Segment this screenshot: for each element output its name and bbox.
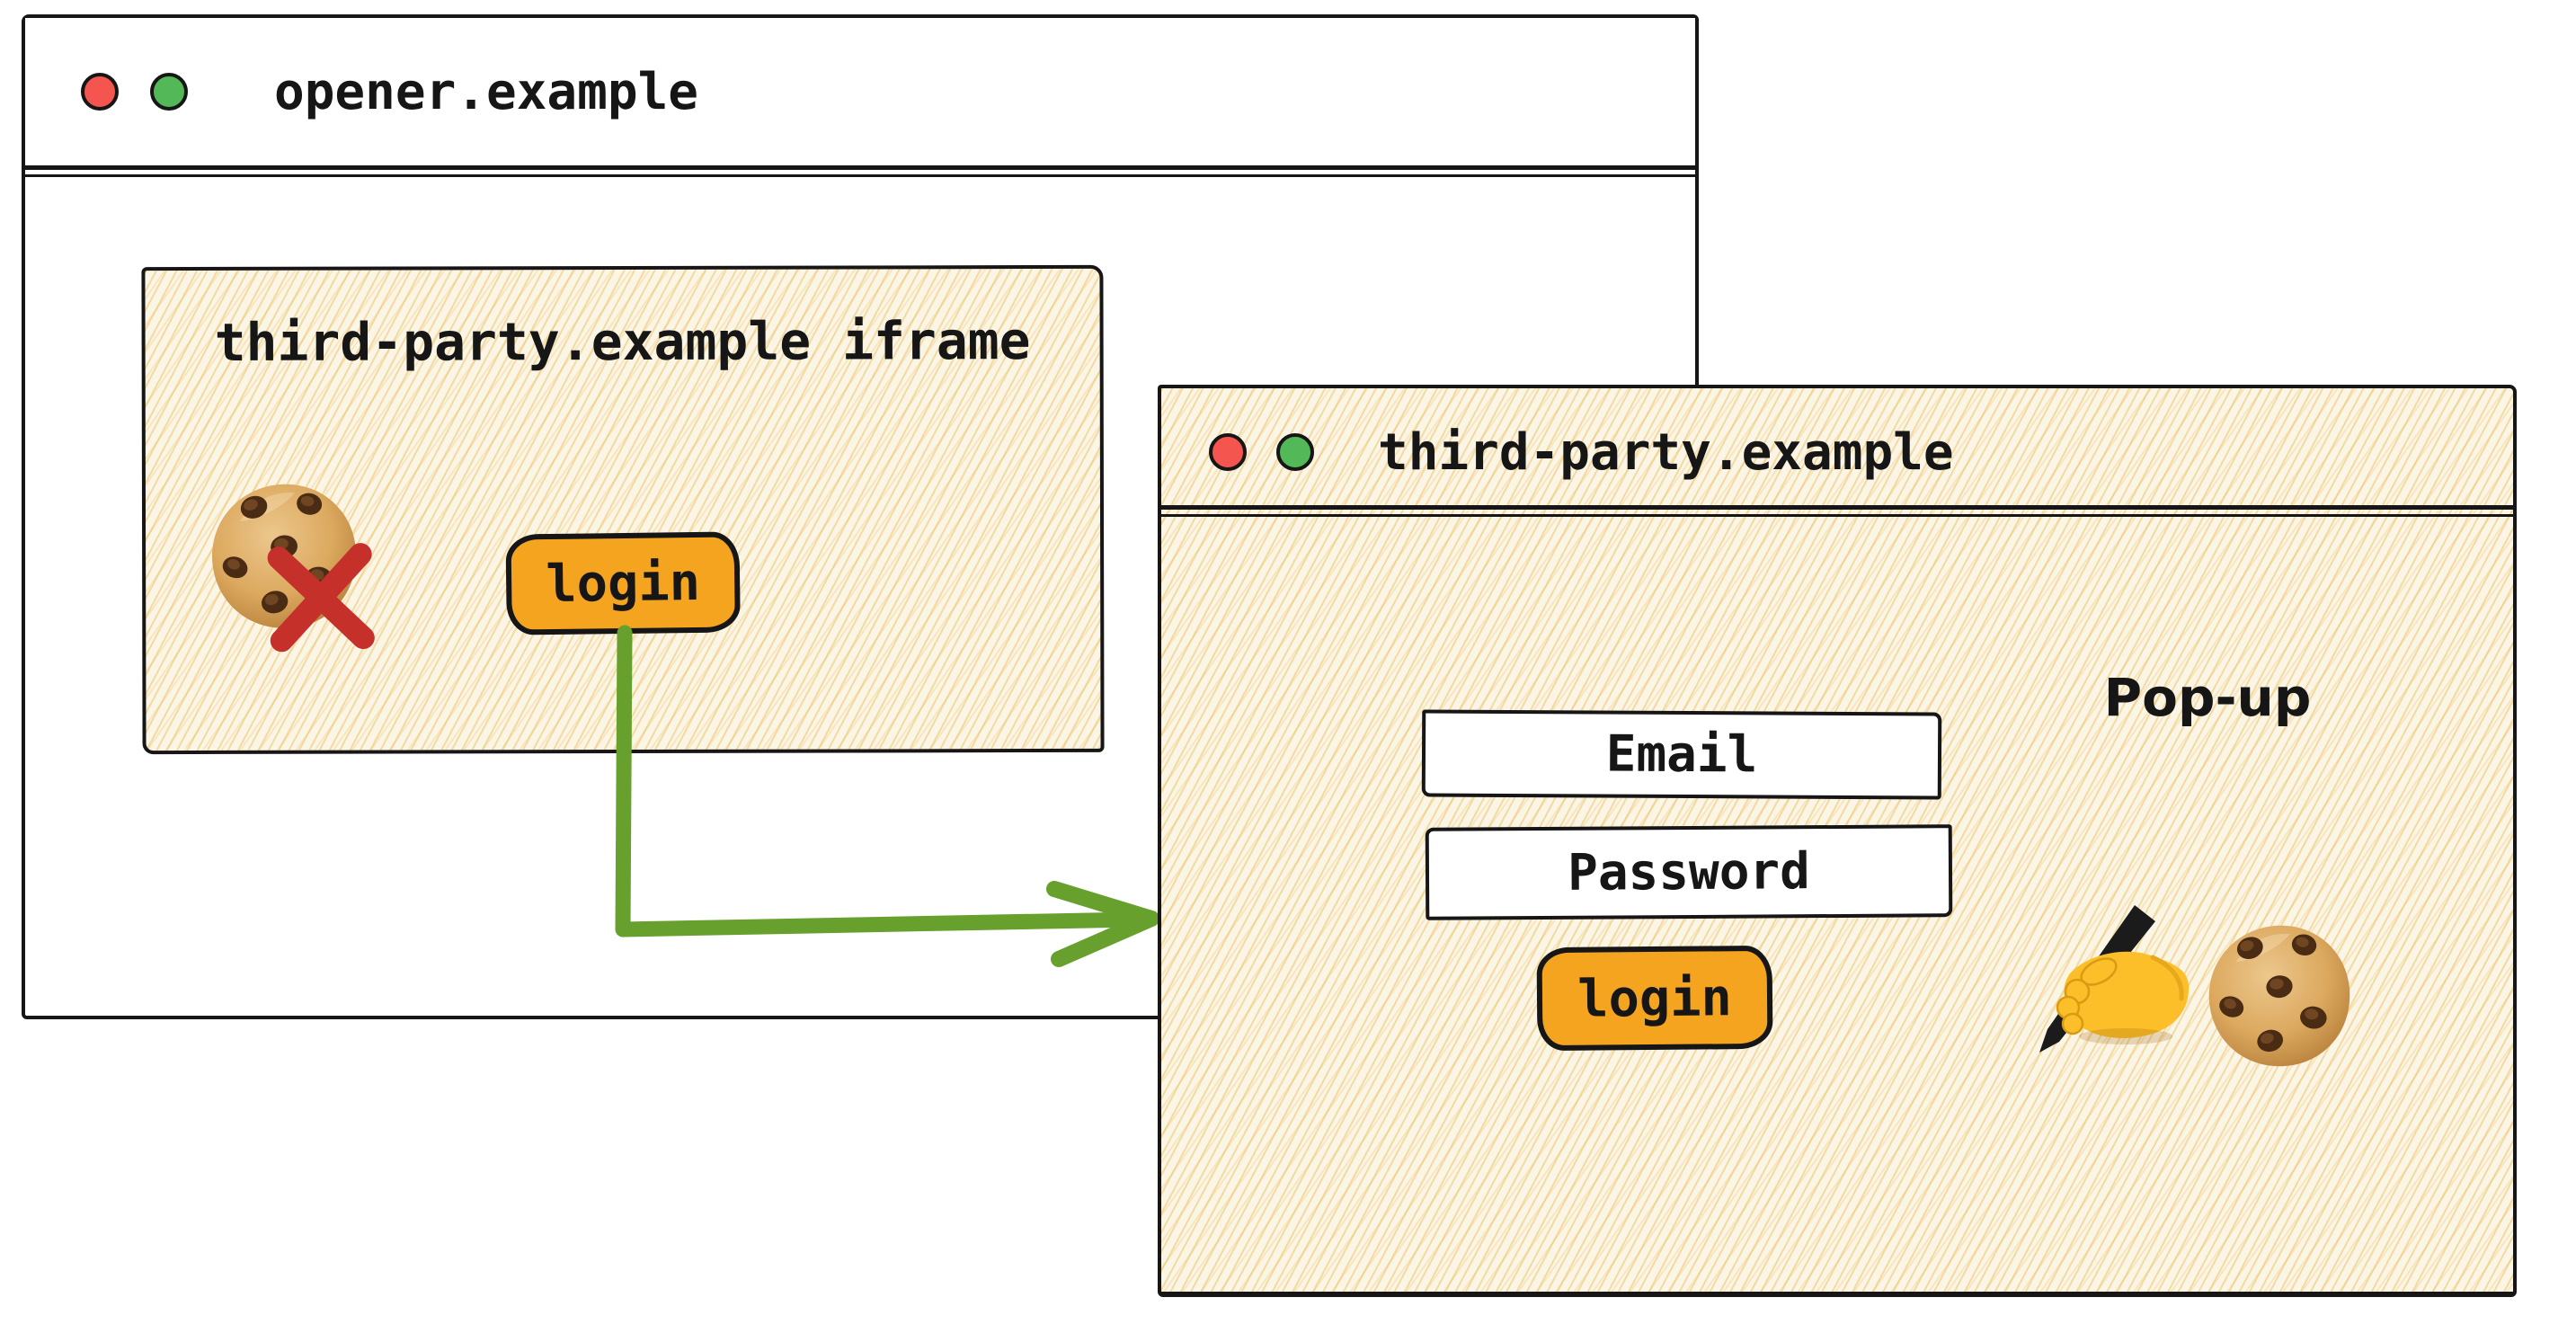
red-cross-icon (267, 543, 375, 653)
traffic-light-zoom-icon[interactable] (150, 73, 188, 111)
popup-label: Pop-up (2103, 667, 2312, 728)
popup-window: third-party.example Email Password login… (1158, 385, 2517, 1297)
writing-hand-icon (2039, 905, 2190, 1053)
iframe-title: third-party.example iframe (214, 310, 1031, 373)
third-party-iframe: third-party.example iframe login (141, 264, 1105, 755)
traffic-light-close-icon[interactable] (81, 73, 119, 111)
opener-window-title: opener.example (274, 62, 699, 121)
popup-window-title: third-party.example (1378, 422, 1954, 482)
traffic-light-zoom-icon[interactable] (1276, 433, 1314, 471)
popup-titlebar: third-party.example (1159, 388, 2515, 517)
popup-login-button[interactable]: login (1536, 945, 1773, 1052)
popup-flow-arrow (615, 625, 1159, 967)
traffic-light-close-icon[interactable] (1209, 433, 1247, 471)
opener-titlebar: opener.example (23, 18, 1697, 177)
email-input[interactable]: Email (1421, 709, 1942, 800)
cookie-icon (2202, 919, 2357, 1073)
password-input[interactable]: Password (1425, 824, 1953, 920)
